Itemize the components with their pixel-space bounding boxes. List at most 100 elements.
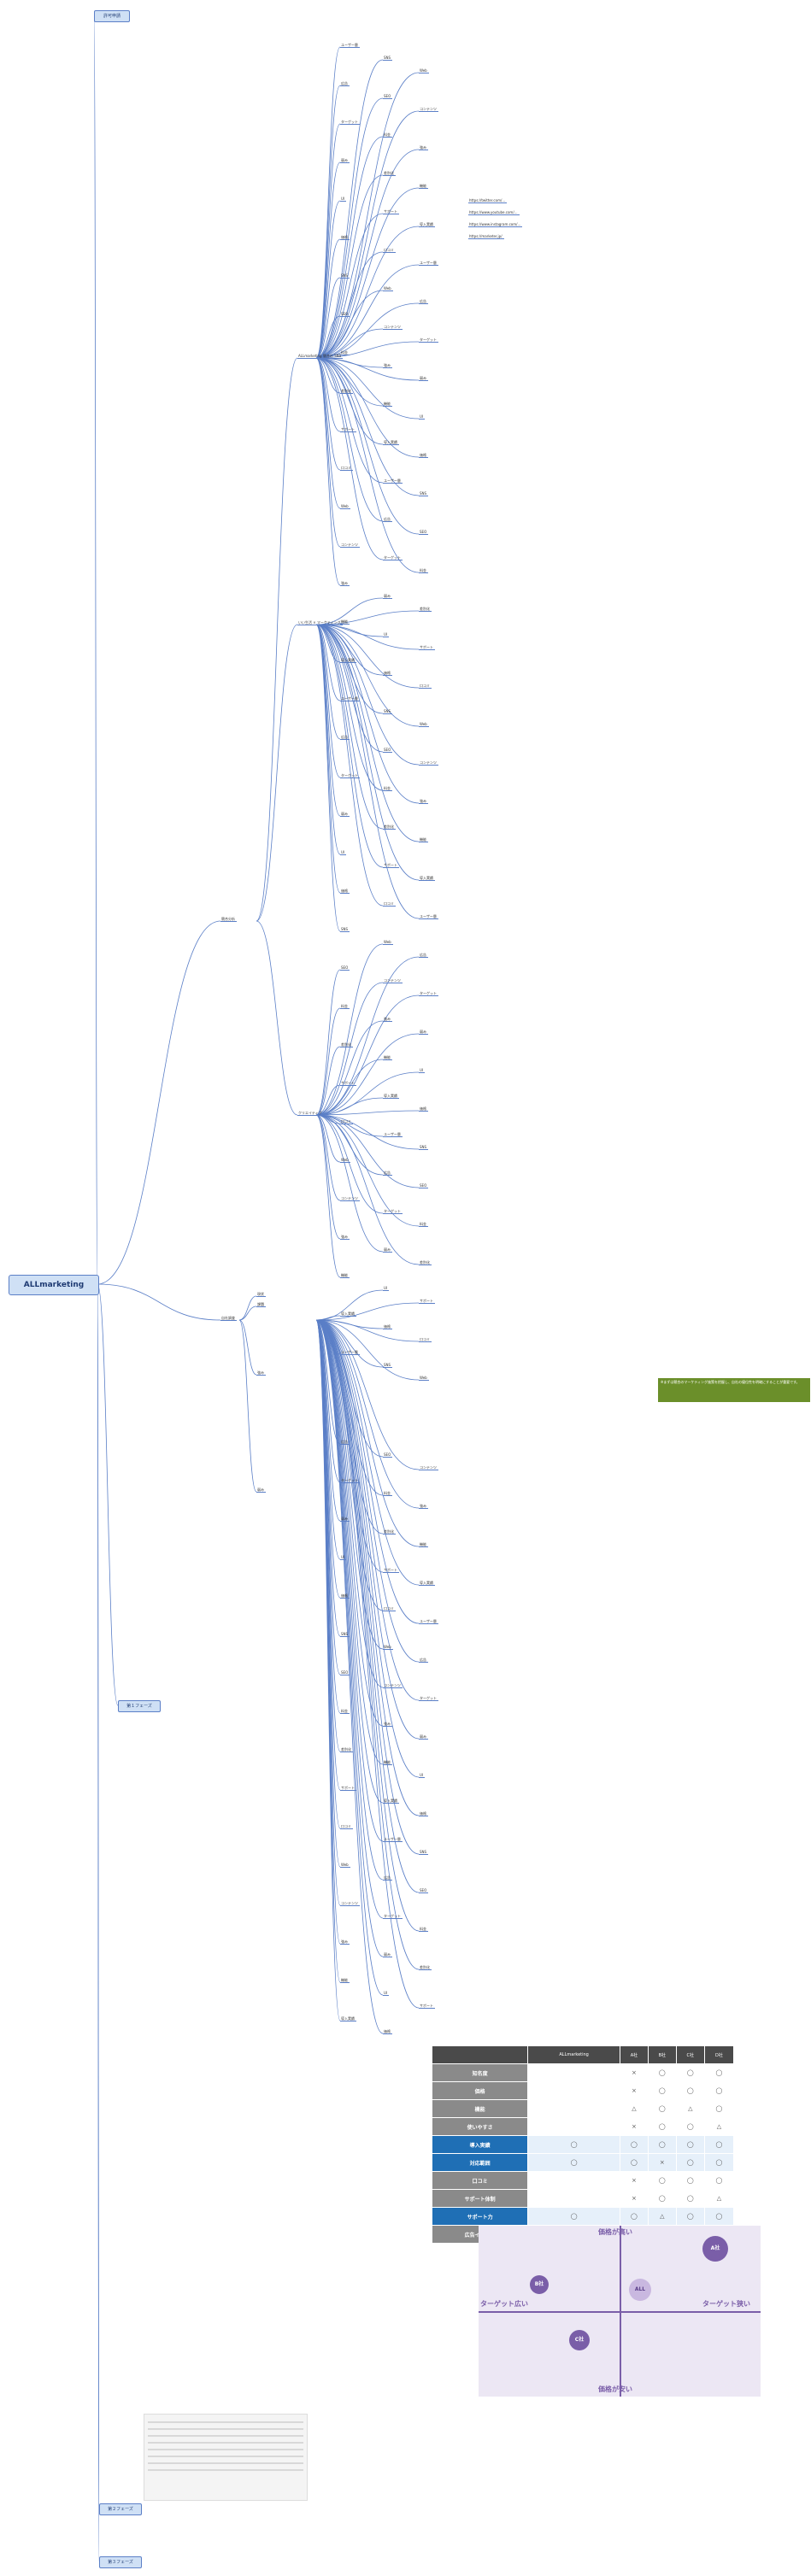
leaf-node[interactable]: UI — [419, 1068, 426, 1073]
leaf-node[interactable]: 料金 — [340, 1709, 350, 1714]
leaf-node[interactable]: コンテンツ — [419, 107, 438, 112]
leaf-node[interactable]: SNS — [383, 56, 393, 61]
leaf-node[interactable]: 導入実績 — [419, 222, 435, 227]
self-item-3[interactable]: 強み — [256, 1370, 266, 1376]
leaf-node[interactable]: Web — [419, 68, 429, 73]
leaf-node[interactable]: SNS — [340, 1632, 350, 1637]
leaf-node[interactable]: 料金 — [419, 1222, 428, 1227]
leaf-node[interactable]: 差別化 — [340, 1747, 353, 1752]
leaf-node[interactable]: ユーザー層 — [383, 478, 403, 484]
leaf-node[interactable]: 価格 — [340, 1593, 350, 1599]
leaf-node[interactable]: 価格 — [419, 453, 428, 458]
leaf-node[interactable]: ターゲット — [340, 773, 360, 778]
link-twitter[interactable]: https://twitter.com/... — [468, 198, 508, 203]
leaf-node[interactable]: 導入実績 — [383, 440, 399, 445]
leaf-node[interactable]: 料金 — [340, 350, 350, 355]
leaf-node[interactable]: 弱み — [340, 1517, 350, 1522]
brand-3[interactable]: クリエイティブ — [297, 1111, 324, 1116]
top-node-phase1[interactable]: 第１フェーズ — [118, 1700, 161, 1712]
leaf-node[interactable]: 強み — [383, 363, 392, 368]
leaf-node[interactable]: 料金 — [340, 1004, 350, 1009]
root-node[interactable]: ALLmarketing — [9, 1275, 99, 1295]
leaf-node[interactable]: 差別化 — [340, 389, 353, 394]
leaf-node[interactable]: 弱み — [419, 1734, 428, 1740]
leaf-node[interactable]: 機能 — [419, 1542, 428, 1547]
leaf-node[interactable]: SNS — [340, 927, 350, 932]
leaf-node[interactable]: サポート — [340, 427, 356, 432]
leaf-node[interactable]: UI — [383, 632, 390, 637]
leaf-node[interactable]: SEO — [419, 1888, 429, 1893]
leaf-node[interactable]: Web — [383, 940, 393, 945]
leaf-node[interactable]: 口コミ — [383, 901, 396, 907]
leaf-node[interactable]: 差別化 — [383, 1529, 396, 1534]
leaf-node[interactable]: UI — [340, 197, 347, 202]
leaf-node[interactable]: 機能 — [383, 1760, 392, 1765]
leaf-node[interactable]: 価格 — [419, 1106, 428, 1112]
leaf-node[interactable]: SNS — [383, 1363, 393, 1368]
leaf-node[interactable]: 口コミ — [340, 1119, 353, 1124]
leaf-node[interactable]: ターゲット — [419, 991, 438, 996]
leaf-node[interactable]: 料金 — [383, 132, 392, 138]
leaf-node[interactable]: 機能 — [383, 1055, 392, 1060]
leaf-node[interactable]: 差別化 — [383, 171, 396, 176]
leaf-node[interactable]: 価格 — [340, 235, 350, 240]
leaf-node[interactable]: UI — [383, 1991, 390, 1996]
leaf-node[interactable]: SNS — [419, 1145, 429, 1150]
leaf-node[interactable]: 価格 — [383, 2029, 392, 2034]
leaf-node[interactable]: 導入実績 — [340, 658, 356, 663]
link-youtube[interactable]: https://www.youtube.com/... — [468, 210, 520, 215]
leaf-node[interactable]: UI — [340, 1555, 347, 1560]
leaf-node[interactable]: SEO — [383, 94, 393, 99]
top-node-permit[interactable]: 許可申請 — [94, 10, 130, 22]
leaf-node[interactable]: 広告 — [419, 1658, 428, 1663]
leaf-node[interactable]: 機能 — [340, 619, 350, 625]
leaf-node[interactable]: 強み — [340, 1235, 350, 1240]
link-web[interactable]: https://marketer.jp/ — [468, 234, 504, 239]
leaf-node[interactable]: 口コミ — [419, 1337, 432, 1342]
self-item-1[interactable]: 現状 — [256, 1292, 266, 1297]
leaf-node[interactable]: ターゲット — [340, 1478, 360, 1483]
leaf-node[interactable]: 弱み — [419, 1030, 428, 1035]
leaf-node[interactable]: 広告 — [383, 1875, 392, 1881]
leaf-node[interactable]: SNS — [419, 491, 429, 496]
leaf-node[interactable]: 口コミ — [419, 684, 432, 689]
leaf-node[interactable]: SNS — [340, 273, 350, 279]
leaf-node[interactable]: ターゲット — [419, 337, 438, 343]
leaf-node[interactable]: Web — [340, 504, 350, 509]
leaf-node[interactable]: コンテンツ — [419, 760, 438, 766]
leaf-node[interactable]: ターゲット — [383, 1914, 403, 1919]
leaf-node[interactable]: 機能 — [340, 1978, 350, 1983]
leaf-node[interactable]: SEO — [419, 530, 429, 535]
leaf-node[interactable]: 導入実績 — [383, 1094, 399, 1099]
leaf-node[interactable]: SEO — [340, 1670, 350, 1675]
leaf-node[interactable]: 強み — [419, 799, 428, 804]
leaf-node[interactable]: SEO — [340, 312, 350, 317]
leaf-node[interactable]: サポート — [419, 645, 435, 650]
leaf-node[interactable]: SEO — [383, 748, 393, 753]
leaf-node[interactable]: 広告 — [340, 1440, 350, 1445]
leaf-node[interactable]: 機能 — [340, 1273, 350, 1278]
leaf-node[interactable]: 強み — [419, 145, 428, 150]
leaf-node[interactable]: 強み — [340, 581, 350, 586]
leaf-node[interactable]: 弱み — [383, 1952, 392, 1957]
leaf-node[interactable]: サポート — [340, 1786, 356, 1791]
leaf-node[interactable]: 導入実績 — [340, 1311, 356, 1317]
leaf-node[interactable]: Web — [340, 1863, 350, 1868]
leaf-node[interactable]: 口コミ — [340, 466, 353, 471]
leaf-node[interactable]: ターゲット — [383, 555, 403, 560]
leaf-node[interactable]: 導入実績 — [419, 1581, 435, 1586]
leaf-node[interactable]: 導入実績 — [340, 2016, 356, 2021]
leaf-node[interactable]: ターゲット — [383, 1209, 403, 1214]
leaf-node[interactable]: SNS — [419, 1850, 429, 1855]
leaf-node[interactable]: 弱み — [419, 376, 428, 381]
leaf-node[interactable]: SEO — [419, 1183, 429, 1188]
leaf-node[interactable]: 広告 — [419, 299, 428, 304]
leaf-node[interactable]: 導入実績 — [419, 876, 435, 881]
leaf-node[interactable]: 弱み — [340, 158, 350, 163]
branch-competitor[interactable]: 競合分析 — [220, 917, 237, 922]
top-node-phase3[interactable]: 第３フェーズ — [99, 2556, 142, 2568]
leaf-node[interactable]: 機能 — [383, 402, 392, 407]
leaf-node[interactable]: 弱み — [340, 812, 350, 817]
leaf-node[interactable]: コンテンツ — [383, 1683, 403, 1688]
leaf-node[interactable]: 広告 — [419, 953, 428, 958]
